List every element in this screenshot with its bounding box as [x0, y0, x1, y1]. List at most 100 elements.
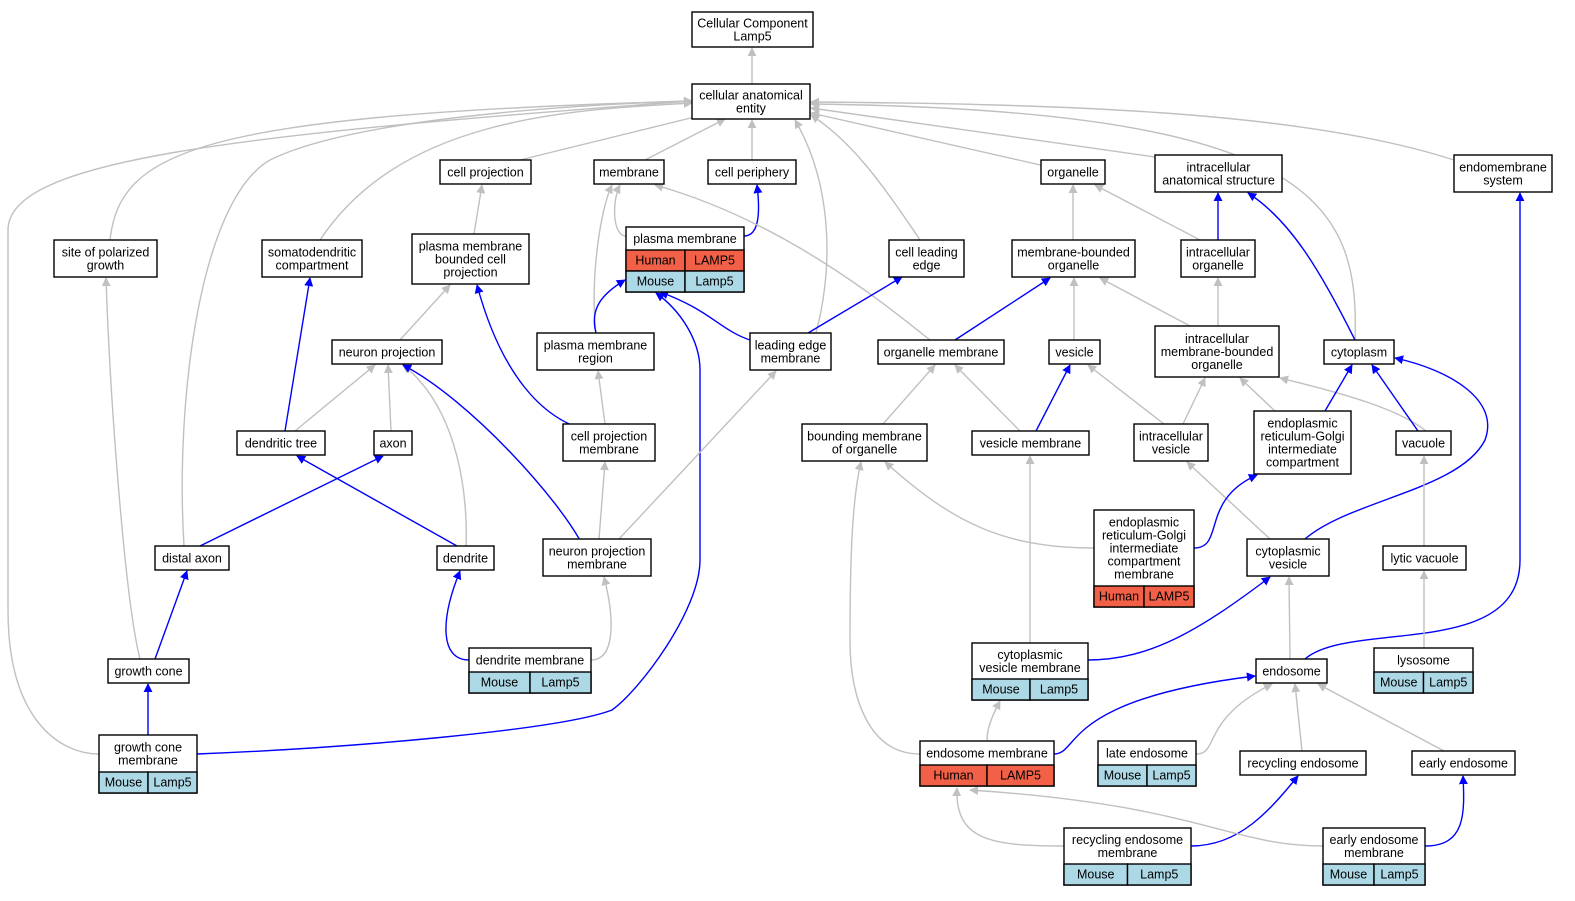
node-label-line: compartment [276, 259, 349, 273]
node-da[interactable]: distal axon [154, 545, 230, 571]
node-dendrite[interactable]: dendrite [436, 545, 495, 571]
edge-sopg-to-cae [109, 96, 693, 241]
node-cellproj[interactable]: cell projection [439, 159, 532, 185]
node-label-line: endoplasmic [1267, 417, 1337, 431]
node-box [542, 538, 652, 577]
node-lv[interactable]: lytic vacuole [1382, 545, 1467, 571]
node-label-line: entity [736, 102, 767, 116]
node-label-line: endosome membrane [926, 747, 1048, 761]
node-box [439, 159, 532, 185]
edge-npm-to-np [402, 364, 584, 547]
edge-eem-to-ee [1424, 775, 1468, 847]
gene-label: LAMP5 [1000, 769, 1041, 783]
edge-pmr-to-pm [593, 279, 626, 334]
node-label-line: reticulum-Golgi [1102, 529, 1186, 543]
node-box [1246, 538, 1330, 577]
node-box [154, 545, 230, 571]
edge-iv-to-vesicle [1087, 364, 1165, 425]
node-label-line: intermediate [1268, 443, 1337, 457]
node-label-line: endosome [1262, 665, 1320, 679]
edges-layer [7, 47, 1525, 847]
edge-vacuole-to-imbo [1279, 375, 1427, 432]
node-cytoplasm[interactable]: cytoplasm [1323, 339, 1395, 365]
gene-label: Lamp5 [1040, 683, 1078, 697]
edge-dendrite-to-dt [296, 455, 458, 547]
node-label-line: growth cone [114, 741, 182, 755]
node-ee[interactable]: early endosome [1411, 750, 1516, 776]
node-label-line: organelle [1048, 259, 1099, 273]
node-re[interactable]: recycling endosome [1239, 750, 1367, 776]
node-vacuole[interactable]: vacuole [1395, 430, 1452, 456]
edge-npm-to-cpm [598, 461, 609, 540]
node-cellper[interactable]: cell periphery [707, 159, 797, 185]
node-ergicm[interactable]: endoplasmicreticulum-Golgiintermediateco… [1093, 509, 1195, 608]
node-membrane[interactable]: membrane [593, 159, 665, 185]
node-ergic[interactable]: endoplasmicreticulum-Golgiintermediateco… [1253, 410, 1352, 475]
edge-dt-to-somato [284, 277, 314, 432]
node-endosome[interactable]: endosome [1255, 658, 1328, 684]
node-np[interactable]: neuron projection [331, 339, 443, 365]
node-box [1239, 750, 1367, 776]
node-label-line: lysosome [1397, 654, 1450, 668]
edge-endosome-to-cv [1284, 576, 1294, 660]
edge-ee-to-endosome [1317, 683, 1445, 752]
edge-om-to-membrane [654, 182, 931, 341]
node-vesicle[interactable]: vesicle [1048, 339, 1101, 365]
node-label-line: axon [379, 437, 406, 451]
node-organelle[interactable]: organelle [1040, 159, 1106, 185]
node-box [1382, 545, 1467, 571]
node-box [1411, 750, 1516, 776]
node-label-line: reticulum-Golgi [1260, 430, 1344, 444]
mouse-annotation-cell [684, 270, 745, 293]
node-dt[interactable]: dendritic tree [236, 430, 326, 456]
node-label-line: of organelle [832, 443, 897, 457]
node-gc[interactable]: growth cone [107, 658, 190, 684]
node-label-line: neuron projection [339, 346, 436, 360]
node-label-line: bounding membrane [807, 430, 922, 444]
node-vm[interactable]: vesicle membrane [971, 430, 1090, 456]
edge-pm-to-cellper [743, 184, 763, 237]
node-label-line: vacuole [1402, 437, 1445, 451]
node-box [436, 545, 495, 571]
node-box [562, 423, 656, 462]
edge-organelle-to-cae [810, 110, 1046, 167]
node-label-line: bounded cell [435, 253, 506, 267]
edge-ergicm-to-bmo [884, 461, 1095, 549]
node-label-line: plasma membrane [544, 339, 648, 353]
node-axon[interactable]: axon [373, 430, 413, 456]
node-box [536, 332, 655, 371]
node-label-line: vesicle [1152, 443, 1190, 457]
edge-npm-to-lem [618, 370, 777, 540]
node-om[interactable]: organelle membrane [877, 339, 1005, 365]
node-box [593, 159, 665, 185]
edge-somato-to-cae [319, 98, 693, 241]
